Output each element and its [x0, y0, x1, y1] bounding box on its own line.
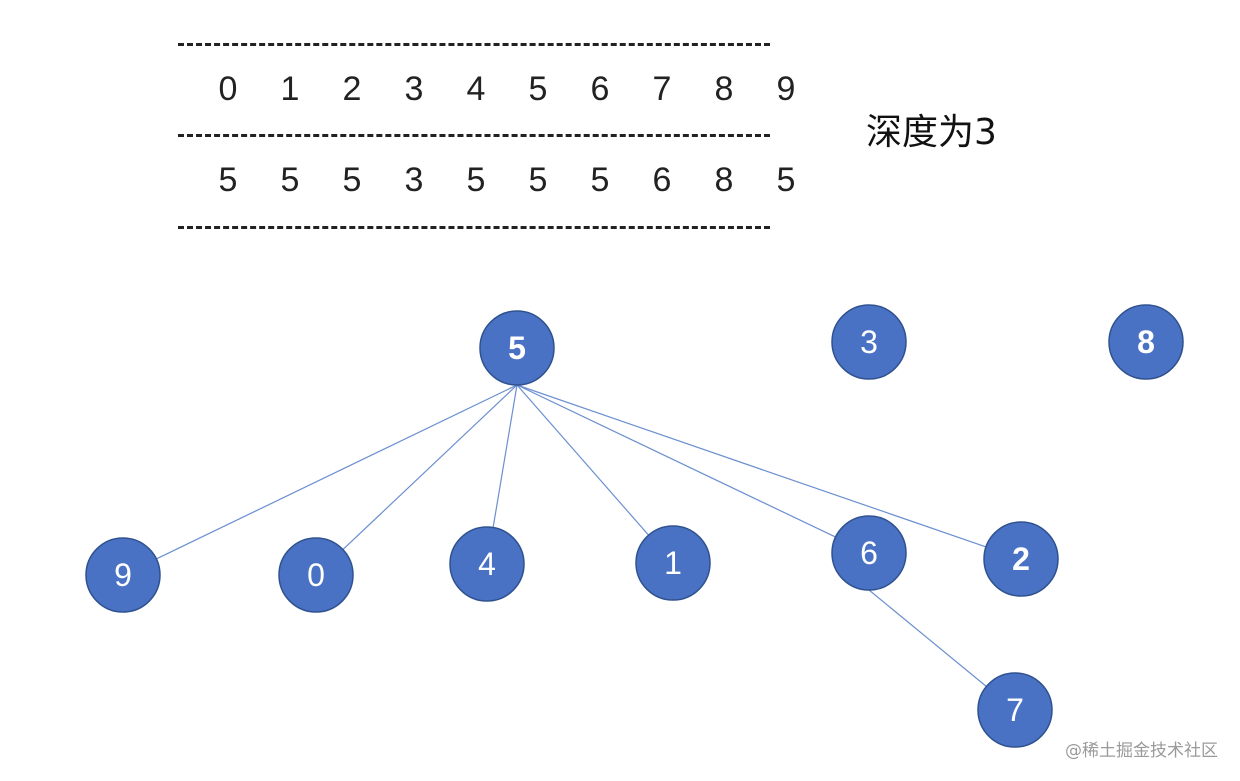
tree-node-circle	[479, 310, 555, 386]
tree-node-5: 5	[479, 310, 555, 386]
tree-node-circle	[635, 525, 711, 601]
parent-cell: 5	[590, 161, 610, 199]
parent-cell: 5	[466, 161, 486, 199]
tree-node-label: 9	[114, 557, 132, 593]
tree-edge-5-2	[516, 384, 987, 548]
table-bottom-dashed-line	[178, 226, 770, 229]
parent-cell: 5	[528, 161, 548, 199]
tree-node-circle	[278, 537, 354, 613]
tree-node-0: 0	[278, 537, 354, 613]
tree-node-2: 2	[983, 521, 1059, 597]
tree-node-circle	[831, 515, 907, 591]
tree-node-label: 5	[508, 330, 526, 366]
tree-node-1: 1	[635, 525, 711, 601]
tree-node-label: 0	[307, 557, 325, 593]
parent-cell: 8	[714, 161, 734, 199]
tree-node-label: 3	[860, 324, 878, 360]
tree-edge-5-0	[342, 384, 518, 551]
tree-node-label: 2	[1012, 541, 1030, 577]
tree-edge-5-6	[516, 384, 836, 538]
tree-edges	[156, 384, 987, 687]
parent-cell: 3	[404, 161, 424, 199]
tree-node-9: 9	[85, 537, 161, 613]
tree-node-4: 4	[449, 526, 525, 602]
parent-cell: 5	[776, 161, 796, 199]
index-cell: 0	[218, 70, 238, 108]
table-top-dashed-line	[178, 43, 770, 46]
tree-edge-6-7	[868, 589, 987, 687]
index-cell: 6	[590, 70, 610, 108]
index-cell: 9	[776, 70, 796, 108]
tree-node-label: 8	[1137, 324, 1155, 360]
tree-node-circle	[977, 672, 1053, 748]
index-cell: 8	[714, 70, 734, 108]
tree-nodes: 5 3 8 9 0 4 1 6 2 7	[85, 304, 1184, 748]
parent-cell: 5	[280, 161, 300, 199]
depth-label: 深度为3	[866, 112, 997, 153]
tree-edge-5-9	[156, 384, 518, 560]
tree-node-8: 8	[1108, 304, 1184, 380]
tree-node-circle	[85, 537, 161, 613]
tree-node-label: 4	[478, 546, 496, 582]
tree-node-7: 7	[977, 672, 1053, 748]
tree-node-6: 6	[831, 515, 907, 591]
tree-node-label: 1	[664, 545, 682, 581]
tree-node-label: 7	[1006, 692, 1024, 728]
tree-node-circle	[983, 521, 1059, 597]
watermark: @稀土掘金技术社区	[1065, 741, 1218, 761]
table-middle-dashed-line	[178, 134, 770, 137]
tree-node-label: 6	[860, 535, 878, 571]
index-cell: 7	[652, 70, 672, 108]
tree-node-circle	[831, 304, 907, 380]
parent-cell: 5	[342, 161, 362, 199]
tree-edge-5-1	[516, 384, 650, 536]
tree-node-circle	[449, 526, 525, 602]
tree-edge-5-4	[492, 384, 518, 528]
parent-cell: 6	[652, 161, 672, 199]
tree-node-circle	[1108, 304, 1184, 380]
index-cell: 1	[280, 70, 300, 108]
index-cell: 4	[466, 70, 486, 108]
tree-node-3: 3	[831, 304, 907, 380]
index-cell: 2	[342, 70, 362, 108]
parent-cell: 5	[218, 161, 238, 199]
index-cell: 5	[528, 70, 548, 108]
index-cell: 3	[404, 70, 424, 108]
